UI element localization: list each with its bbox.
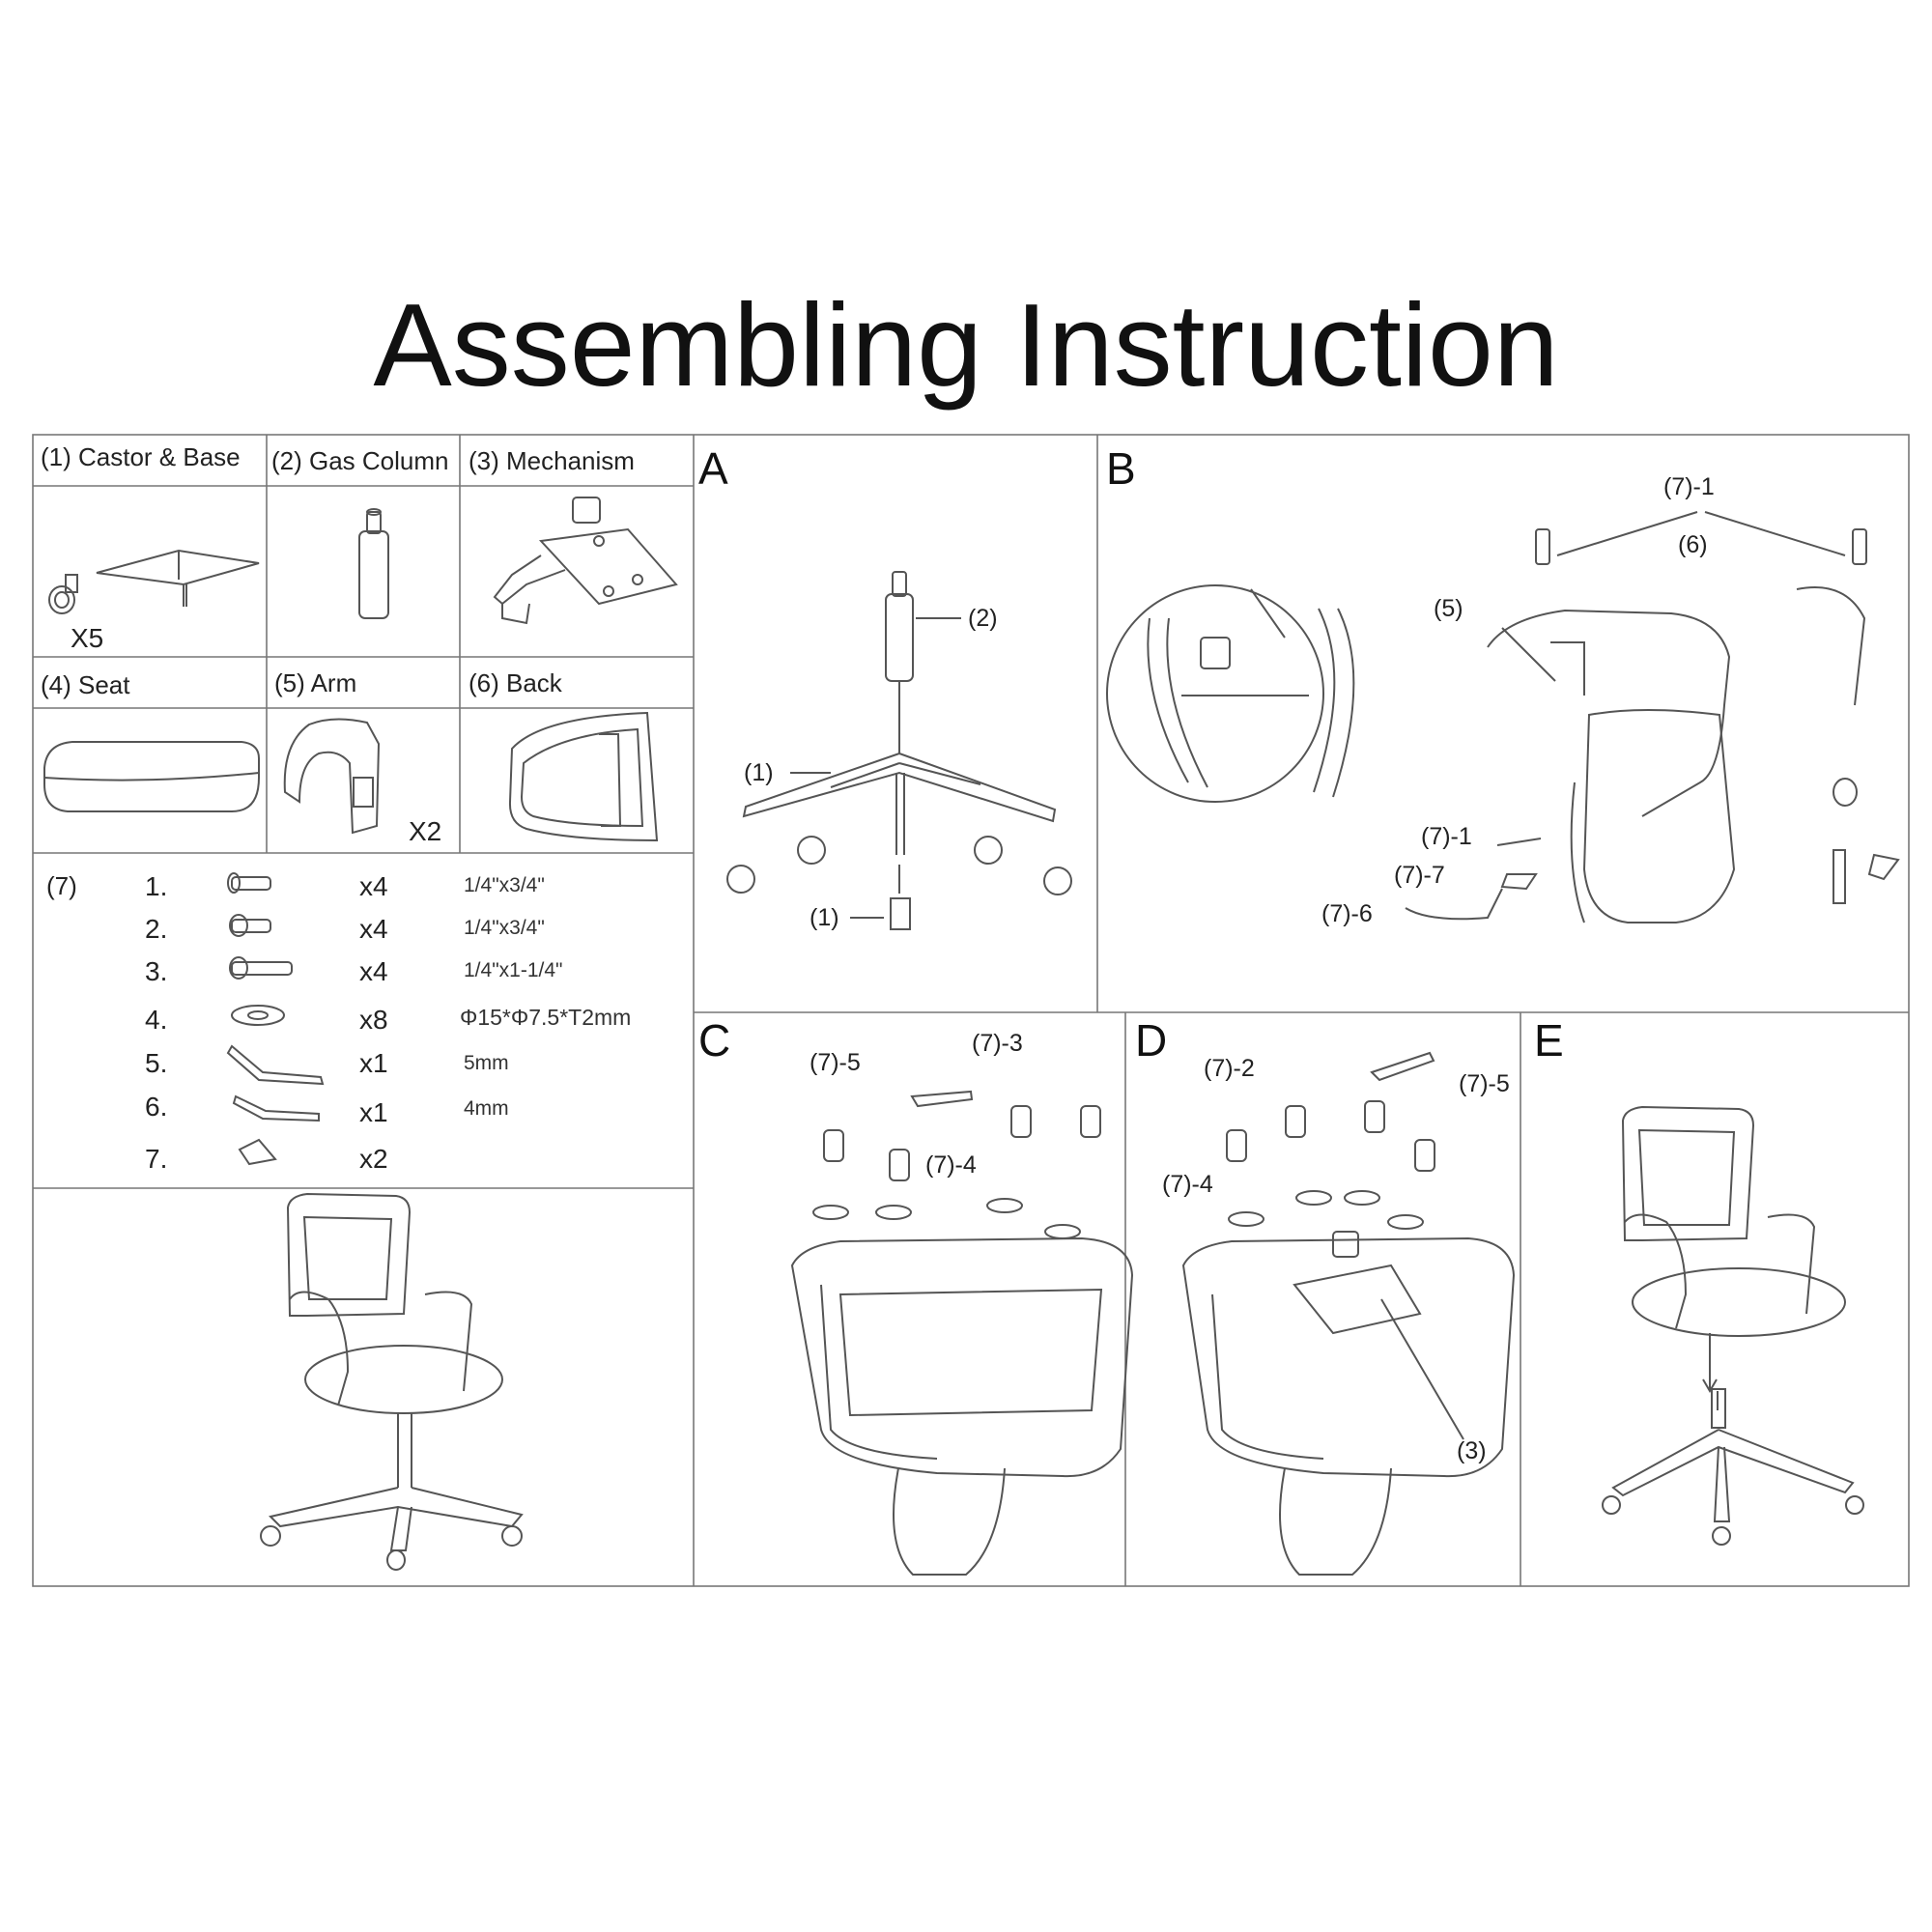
callout: (1) — [744, 759, 774, 786]
callout: (7)-1 — [1421, 823, 1472, 850]
step-c-letter: C — [698, 1015, 731, 1065]
hardware-num: 2. — [145, 914, 168, 944]
callout: (7)-5 — [810, 1049, 861, 1076]
back-drawing — [508, 711, 659, 842]
callout: (5) — [1434, 595, 1463, 622]
hardware-size: 4mm — [464, 1097, 509, 1120]
callout: (7)-4 — [925, 1151, 977, 1179]
hardware-size: Φ15*Φ7.5*T2mm — [460, 1005, 632, 1030]
step-b-drawing — [1106, 511, 1900, 923]
part-label-mechanism: (3) Mechanism — [469, 446, 635, 475]
gas-column-drawing — [358, 508, 389, 619]
hardware-qty: x2 — [359, 1144, 388, 1174]
castor-quantity: X5 — [71, 623, 104, 653]
callout: (7)-6 — [1321, 900, 1373, 927]
callout: (2) — [968, 605, 998, 632]
step-e-letter: E — [1534, 1015, 1564, 1065]
hardware-num: 4. — [145, 1005, 168, 1035]
step-d-letter: D — [1135, 1015, 1168, 1065]
step-a-letter: A — [698, 443, 728, 494]
hardware-group-label: (7) — [46, 871, 77, 900]
callout: (7)-7 — [1394, 862, 1445, 889]
page-title: Assembling Instruction — [373, 279, 1559, 411]
hardware-num: 3. — [145, 956, 168, 986]
hardware-num: 5. — [145, 1048, 168, 1078]
hardware-qty: x4 — [359, 871, 388, 901]
hardware-qty: x8 — [359, 1005, 388, 1035]
step-b-letter: B — [1106, 443, 1136, 494]
hardware-size: 1/4"x3/4" — [464, 917, 545, 939]
step-a-drawing — [726, 571, 1072, 930]
hardware-qty: x4 — [359, 914, 388, 944]
castor-base-drawing — [48, 549, 260, 614]
callout: (7)-2 — [1204, 1055, 1255, 1082]
part-label-arm: (5) Arm — [274, 668, 357, 697]
callout: (6) — [1678, 531, 1708, 558]
seat-drawing — [43, 741, 260, 812]
part-label-gas-column: (2) Gas Column — [271, 446, 449, 475]
part-label-back: (6) Back — [469, 668, 562, 697]
hardware-qty: x1 — [359, 1048, 388, 1078]
hardware-qty: x1 — [359, 1097, 388, 1127]
callout: (7)-5 — [1459, 1070, 1510, 1097]
part-label-seat: (4) Seat — [41, 670, 130, 699]
hardware-num: 7. — [145, 1144, 168, 1174]
callout: (3) — [1457, 1437, 1487, 1464]
mechanism-drawing — [493, 497, 678, 625]
hardware-qty: x4 — [359, 956, 388, 986]
arm-quantity: X2 — [409, 816, 442, 846]
step-d-drawing — [1181, 1051, 1516, 1576]
hardware-num: 1. — [145, 871, 168, 901]
callout: (7)-3 — [972, 1030, 1023, 1057]
callout: (7)-4 — [1162, 1171, 1213, 1198]
hardware-size: 5mm — [464, 1052, 509, 1074]
hardware-num: 6. — [145, 1092, 168, 1122]
callout: (1) — [810, 904, 839, 931]
hardware-size: 1/4"x1-1/4" — [464, 959, 563, 981]
step-e-drawing — [1602, 1105, 1864, 1546]
grid-lines — [32, 434, 1910, 1587]
hardware-size: 1/4"x3/4" — [464, 874, 545, 896]
hardware-icons — [226, 872, 325, 1166]
callout: (7)-1 — [1663, 473, 1715, 500]
step-c-drawing — [790, 1090, 1134, 1576]
part-label-castor-base: (1) Castor & Base — [41, 442, 241, 471]
assembled-chair-drawing — [260, 1192, 524, 1571]
arm-drawing — [283, 718, 381, 835]
